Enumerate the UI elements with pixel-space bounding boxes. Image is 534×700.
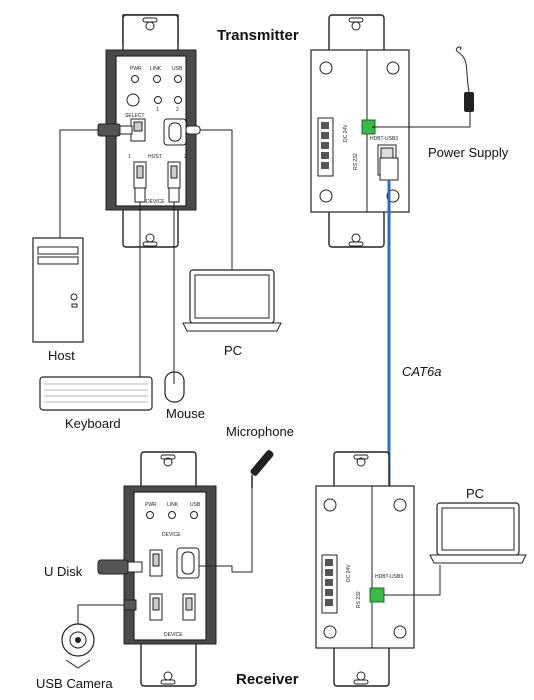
rx-pwr-label: PWR xyxy=(145,502,157,508)
usb-camera: USB Camera xyxy=(36,599,137,691)
cat6a-label: CAT6a xyxy=(402,364,442,379)
receiver-front-plate: PWR LINK USB DEVICE DEVICE xyxy=(123,451,217,687)
usb-camera-label: USB Camera xyxy=(36,676,113,691)
pc-laptop-bottom: PC xyxy=(429,486,527,564)
rx-rs232-terminal xyxy=(369,587,385,603)
rx-link-label: LINK xyxy=(167,502,179,508)
tx-num1: 1 xyxy=(156,107,159,113)
tx-device-label: DEVICE xyxy=(146,199,165,205)
mouse: Mouse xyxy=(164,371,205,421)
host-usb-plug xyxy=(59,123,133,238)
keyboard: Keyboard xyxy=(39,376,153,431)
tx-dc24v: DC 24V xyxy=(343,124,349,142)
host-computer: Host xyxy=(32,237,84,363)
tx-select-label: SELECT xyxy=(125,113,144,119)
tx-pwr-label: PWR xyxy=(130,66,142,72)
transmitter-title: Transmitter xyxy=(217,27,299,44)
power-supply: Power Supply xyxy=(372,46,509,160)
receiver-title: Receiver xyxy=(236,671,299,688)
tx-host-label: HOST xyxy=(148,154,162,160)
tx-usb-label: USB xyxy=(172,66,183,72)
pc-usbc-plug xyxy=(185,125,233,275)
microphone: Microphone xyxy=(199,424,294,573)
tx-hdbt-label: HDBT-USB3 xyxy=(370,136,398,142)
pc-bottom-label: PC xyxy=(466,486,484,501)
select-button[interactable] xyxy=(126,93,140,107)
host-label: Host xyxy=(48,348,75,363)
microphone-label: Microphone xyxy=(226,424,294,439)
tx-link-label: LINK xyxy=(150,66,162,72)
u-disk: U Disk xyxy=(44,559,143,579)
tx-num2: 2 xyxy=(176,107,179,113)
device-usb-plugs xyxy=(134,187,180,378)
receiver-back-plate: DC 24V RS 232 HDBT-USB3 xyxy=(315,451,441,687)
rx-usb-label: USB xyxy=(190,502,201,508)
rx-dc24v: DC 24V xyxy=(346,564,352,582)
rx-device-bottom: DEVICE xyxy=(164,632,183,638)
keyboard-label: Keyboard xyxy=(65,416,121,431)
mouse-label: Mouse xyxy=(166,406,205,421)
tx-host-2: 2 xyxy=(184,154,187,160)
u-disk-label: U Disk xyxy=(44,564,83,579)
pc-laptop-top: PC xyxy=(182,269,282,358)
tx-host-1: 1 xyxy=(128,154,131,160)
pc-top-label: PC xyxy=(224,343,242,358)
rx-rs232: RS 232 xyxy=(356,591,362,608)
transmitter-back-plate: DC 24V RS 232 HDBT-USB3 xyxy=(310,14,410,248)
rx-device-top: DEVICE xyxy=(162,532,181,538)
rx-hdbt-label: HDBT-USB3 xyxy=(375,574,403,580)
tx-rs232: RS 232 xyxy=(353,153,359,170)
power-supply-label: Power Supply xyxy=(428,145,509,160)
